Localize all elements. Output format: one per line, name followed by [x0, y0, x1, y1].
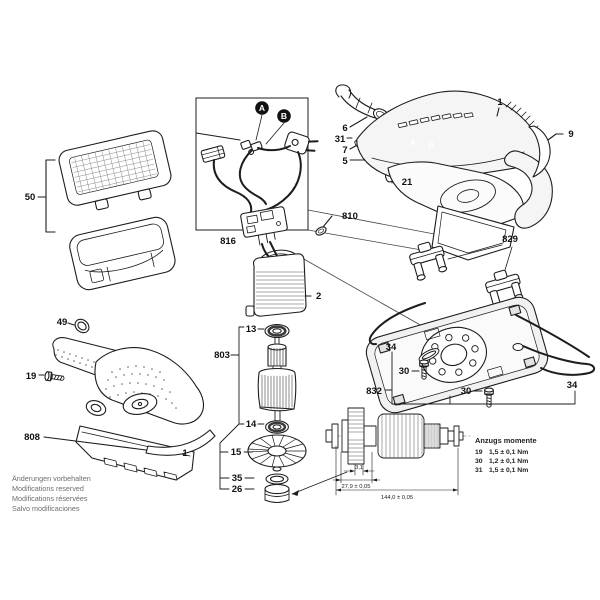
- bracket-832: [384, 351, 576, 405]
- part-label-13: 13: [246, 324, 257, 335]
- part-label-816: 816: [220, 236, 236, 247]
- marker-b-housing: B: [428, 140, 434, 150]
- part-1-housing-graphic: [356, 90, 553, 261]
- torque-row-value: 1,5 ± 0,1 Nm: [489, 449, 528, 456]
- armature-dimension-drawing: [325, 407, 471, 496]
- part-label-35: 35: [232, 473, 243, 484]
- part-34-wire-clips-graphic: [368, 302, 595, 376]
- part-49-oring-graphic: [67, 318, 90, 334]
- part-label-34-right: 34: [567, 380, 578, 391]
- part-832-plate-graphic: [365, 296, 549, 414]
- part-label-50: 50: [25, 192, 36, 203]
- part-label-31: 31: [335, 134, 346, 145]
- torque-row-ref: 30: [475, 458, 483, 465]
- part-9-arrow-graphic: [528, 125, 564, 178]
- part-label-30-left: 30: [399, 366, 410, 377]
- footer-notes: Änderungen vorbehalten Modifications res…: [12, 474, 91, 513]
- part-829-clamp-graphic: [406, 238, 526, 310]
- marker-b-box: B: [281, 111, 287, 121]
- part-label-829: 829: [502, 234, 518, 245]
- part-label-49: 49: [57, 317, 68, 328]
- part-label-30-right: 30: [461, 386, 472, 397]
- part-label-34-left: 34: [386, 342, 397, 353]
- sander-assembled-view: [52, 337, 205, 481]
- dim-gear-assembly: 27,9 ± 0,05: [342, 484, 371, 490]
- part-label-1-main: 1: [182, 448, 188, 459]
- part-31-screw-graphic: [346, 133, 372, 149]
- part-803-armature-graphic: [257, 323, 297, 435]
- part-label-810: 810: [342, 211, 358, 222]
- part-label-5: 5: [342, 156, 348, 167]
- footer-line-en: Modifications reserved: [12, 484, 84, 493]
- torque-table: Anzugs momente 19 1,5 ± 0,1 Nm 30 1,2 ± …: [475, 436, 537, 474]
- part-810-terminal-graphic: [315, 215, 333, 236]
- marker-a-housing: A: [410, 137, 416, 147]
- footer-line-de: Änderungen vorbehalten: [12, 474, 91, 483]
- part-816-switch-cable-graphic: [195, 97, 319, 261]
- torque-row-value: 1,2 ± 0,1 Nm: [489, 458, 528, 465]
- part-label-21: 21: [402, 177, 413, 188]
- bracket-803-column: [219, 326, 265, 490]
- part-label-803: 803: [214, 350, 230, 361]
- part-26-eccentric-graphic: [264, 471, 348, 504]
- footer-line-fr: Modifications réservées: [12, 494, 88, 503]
- part-label-1-housing: 1: [497, 97, 503, 108]
- dim-gear-width: 3,1: [355, 465, 363, 471]
- part-50-dust-box-graphic: [37, 130, 176, 291]
- part-label-26: 26: [232, 484, 243, 495]
- part-label-6: 6: [342, 123, 347, 134]
- part-35-washer-graphic: [265, 473, 289, 485]
- torque-title: Anzugs momente: [475, 436, 537, 445]
- marker-a-box: A: [259, 103, 265, 113]
- part-label-808: 808: [24, 432, 40, 443]
- torque-row-value: 1,5 ± 0,1 Nm: [489, 467, 528, 474]
- part-label-15: 15: [231, 447, 242, 458]
- part-label-19: 19: [26, 371, 37, 382]
- part-15-fan-graphic: [247, 434, 307, 472]
- part-30-screws-graphic: [411, 359, 494, 408]
- part-label-2: 2: [316, 291, 321, 302]
- part-808-arrow-graphic: [43, 429, 216, 456]
- part-19-screw-graphic: [38, 370, 66, 384]
- part-label-7: 7: [342, 145, 347, 156]
- torque-row-ref: 31: [475, 467, 483, 474]
- part-label-9: 9: [568, 129, 573, 140]
- dim-total-length: 144,0 ± 0,05: [381, 495, 413, 501]
- footer-line-es: Salvo modificaciones: [12, 504, 80, 513]
- part-2-stator-graphic: [245, 249, 312, 317]
- part-label-14: 14: [246, 419, 257, 430]
- part-label-832: 832: [366, 386, 382, 397]
- torque-row-ref: 19: [475, 449, 483, 456]
